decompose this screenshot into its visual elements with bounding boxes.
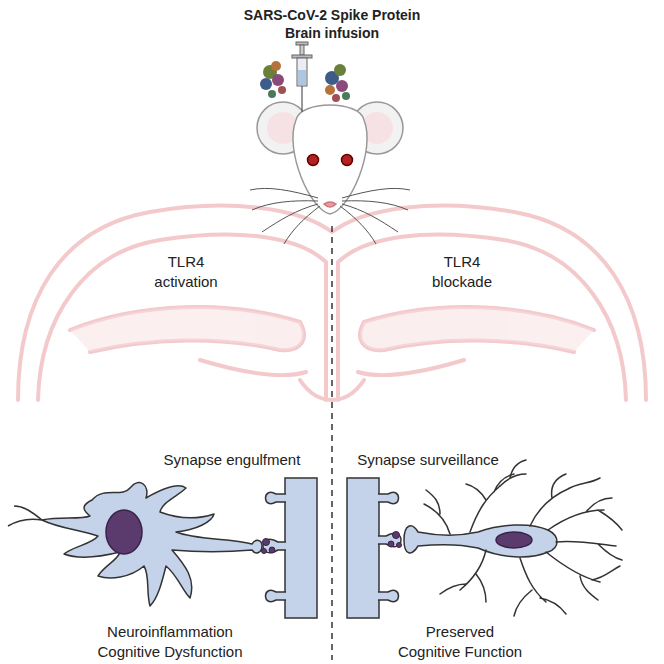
surveilling-microglia [404, 460, 622, 616]
process-label: Synapse surveillance [343, 450, 513, 470]
outcome-label: Preserved Cognitive Function [396, 622, 524, 661]
condition-label: TLR4 activation [144, 252, 228, 291]
divider-line [331, 226, 333, 660]
engulfed-synapse [388, 532, 402, 548]
outcome-label: Neuroinflammation Cognitive Dysfunction [84, 622, 256, 661]
figure-title: SARS-CoV-2 Spike Protein Brain infusion [230, 6, 435, 42]
process-label: Synapse engulfment [147, 450, 317, 470]
reactive-microglia [8, 483, 275, 606]
condition-label: TLR4 blockade [420, 252, 504, 291]
spike-protein [260, 61, 350, 102]
syringe [292, 42, 312, 112]
dendrite [347, 478, 401, 618]
dendrite [263, 478, 317, 618]
rat-head [250, 102, 410, 244]
